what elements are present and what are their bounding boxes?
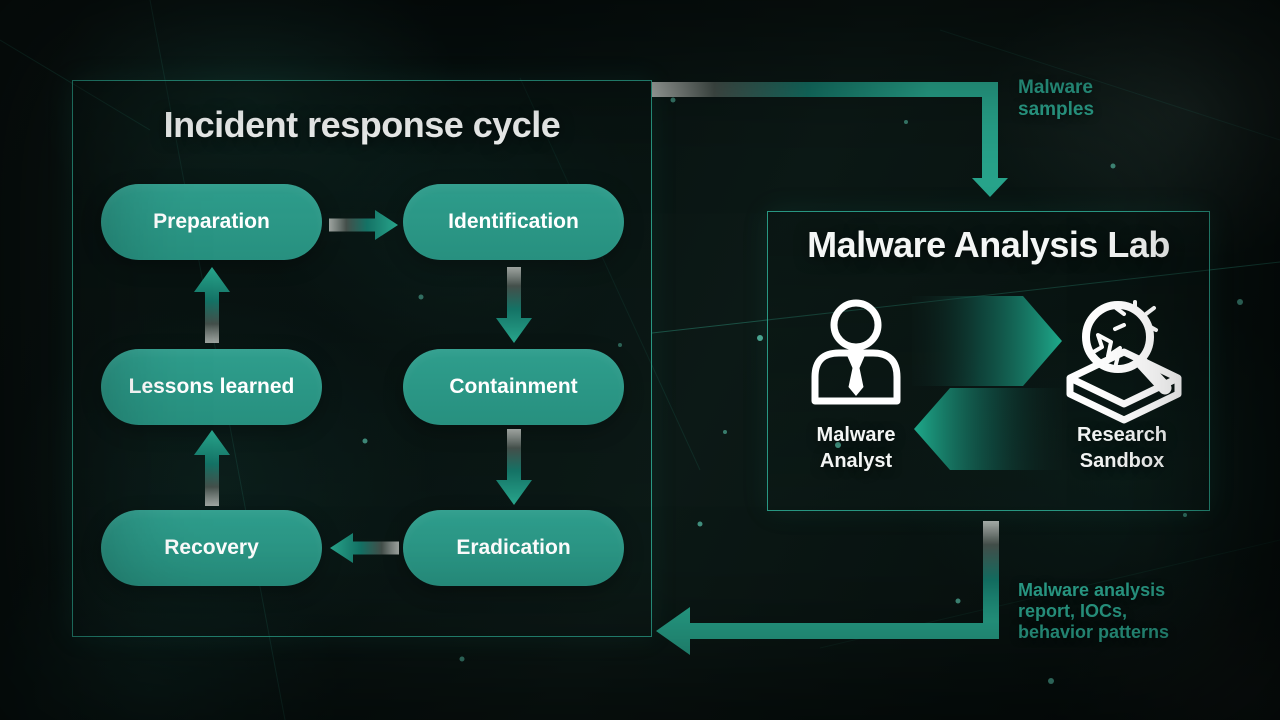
arrow-preparation-to-identification-icon (329, 210, 398, 240)
label-line: Research (1076, 424, 1168, 446)
stage-label: Recovery (164, 536, 259, 559)
label-line: report, IOCs, (1018, 601, 1128, 621)
label-line: behavior patterns (1018, 622, 1170, 642)
research-sandbox-icon (1066, 300, 1182, 424)
sandbox-label: Research Sandbox (1047, 422, 1197, 474)
malware-samples-label: Malware samples (1018, 77, 1094, 121)
label-line: Malware (1018, 77, 1093, 98)
stage-recovery: Recovery (101, 510, 322, 586)
stage-preparation: Preparation (101, 184, 322, 260)
label-line: Analyst (819, 450, 893, 472)
label-line: samples (1018, 99, 1095, 120)
chevron-sandbox-to-analyst-icon (914, 388, 1062, 470)
stage-containment: Containment (403, 349, 624, 425)
stage-label: Containment (449, 375, 578, 398)
analyst-person-icon (811, 299, 901, 405)
spark-burst-icon (1113, 300, 1158, 332)
arrow-identification-to-containment-icon (496, 267, 532, 343)
stage-lessons-learned: Lessons learned (101, 349, 322, 425)
stage-label: Lessons learned (128, 375, 295, 398)
stage-eradication: Eradication (403, 510, 624, 586)
analyst-label: Malware Analyst (781, 422, 931, 474)
lab-panel-title: Malware Analysis Lab (807, 224, 1170, 265)
arrow-analysis-report-to-incident-icon (656, 521, 999, 655)
arrow-eradication-to-recovery-icon (330, 533, 399, 563)
label-line: Sandbox (1079, 450, 1165, 472)
stage-label: Eradication (456, 536, 571, 559)
arrow-malware-samples-to-lab-icon (652, 82, 1008, 197)
arrow-recovery-to-lessons-learned-icon (194, 430, 230, 506)
arrow-containment-to-eradication-icon (496, 429, 532, 505)
label-line: Malware (816, 424, 896, 446)
chevron-analyst-to-sandbox-icon (912, 296, 1062, 386)
incident-panel-title: Incident response cycle (163, 104, 561, 145)
stage-label: Preparation (153, 210, 270, 233)
stage-label: Identification (448, 210, 579, 233)
label-line: Malware analysis (1018, 580, 1166, 600)
analysis-report-label: Malware analysis report, IOCs, behavior … (1018, 580, 1169, 643)
stage-identification: Identification (403, 184, 624, 260)
arrow-lessons-learned-to-preparation-icon (194, 267, 230, 343)
